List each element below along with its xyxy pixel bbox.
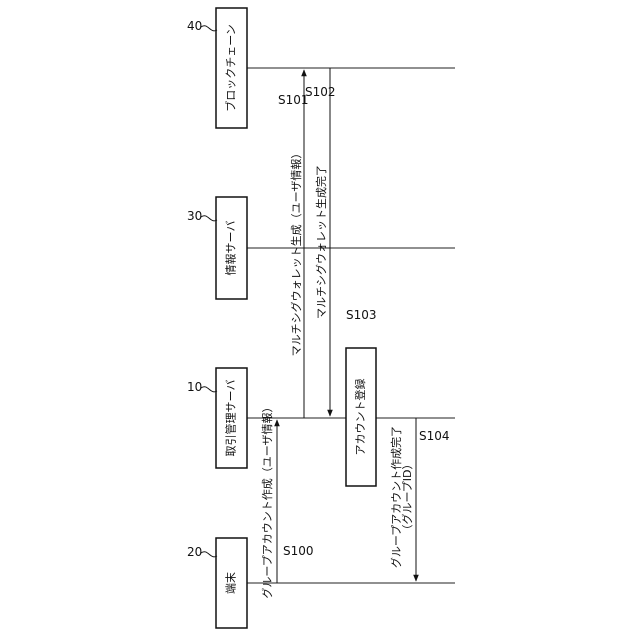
ref-30: 30 [187,209,202,223]
entity-terminal-label: 端末 [224,572,238,594]
message-s104-sublabel: （グループID） [400,458,414,535]
entity-trade-server: 取引管理サーバ [216,368,247,468]
ref-30-leader [201,216,217,221]
step-s103: S103 [346,308,377,322]
entity-trade-server-label: 取引管理サーバ [224,380,238,457]
message-s100-label: グループアカウント作成（ユーザ情報） [260,401,274,598]
ref-40: 40 [187,19,202,33]
ref-20-leader [201,552,217,557]
entity-info-server: 情報サーバ [216,197,247,299]
step-s104: S104 [419,429,450,443]
entity-blockchain-label: ブロックチェーン [224,24,238,111]
ref-20: 20 [187,545,202,559]
entity-blockchain: ブロックチェーン [216,8,247,128]
entity-terminal: 端末 [216,538,247,628]
entity-info-server-label: 情報サーバ [225,221,238,276]
activation-label: アカウント登録 [353,379,367,456]
step-s102: S102 [305,85,336,99]
message-s102-label: マルチシグウォレット生成完了 [314,165,328,319]
ref-40-leader [201,26,217,31]
step-s100: S100 [283,544,314,558]
activation-account-registration: アカウント登録 [346,348,376,486]
step-s101: S101 [278,93,309,107]
message-s101-label: マルチシグウォレット生成（ユーザ情報） [289,148,303,357]
ref-10-leader [201,387,217,392]
ref-10: 10 [187,380,202,394]
